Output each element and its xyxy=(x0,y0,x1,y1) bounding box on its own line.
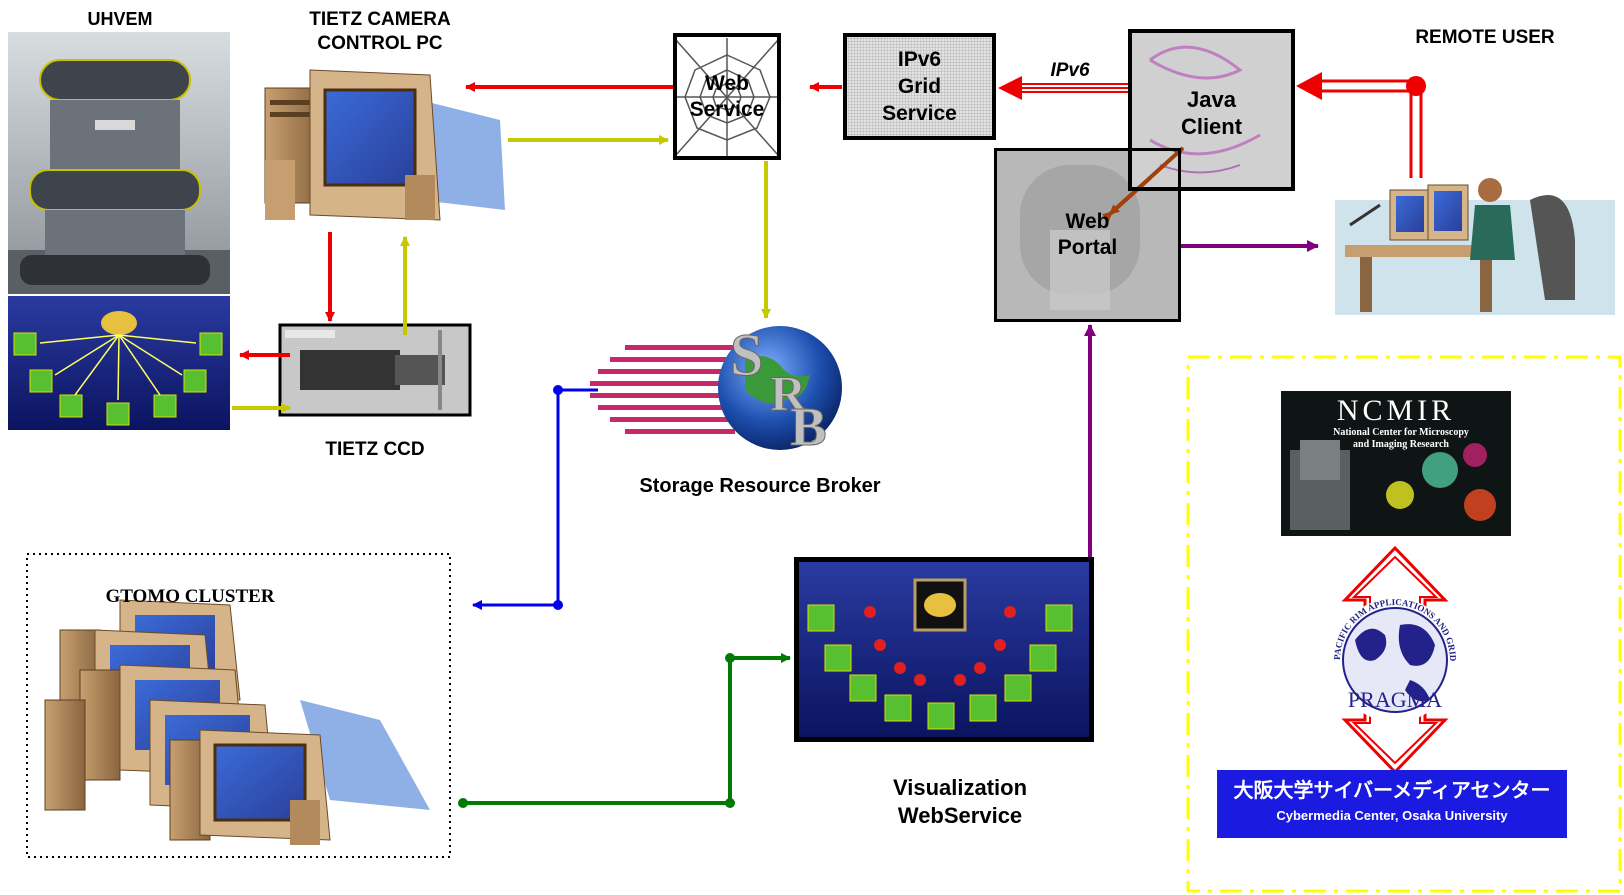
ipv6-grid-line2: Grid xyxy=(897,74,942,98)
ipv6-grid-line1: IPv6 xyxy=(897,47,942,71)
uhvem-projection-panel xyxy=(8,296,230,430)
arrow-gtomo-to-visualization xyxy=(458,653,791,808)
remote-user-label: REMOTE USER xyxy=(1415,27,1555,48)
svg-text:S: S xyxy=(730,322,763,388)
visualization-label-line1: Visualization xyxy=(892,775,1028,800)
tietz-pc-icon xyxy=(264,69,505,221)
spider-web-icon xyxy=(674,38,780,157)
arrow-srb-to-gtomo xyxy=(472,385,598,610)
osaka-en-label: Cybermedia Center, Osaka University xyxy=(1276,808,1508,823)
java-client-box: Java Client xyxy=(1128,29,1295,191)
svg-text:R: R xyxy=(770,365,807,421)
srb-label: Storage Resource Broker xyxy=(639,475,881,497)
gtomo-cluster-boundary xyxy=(26,553,451,858)
ipv6-link-label: IPv6 xyxy=(1050,60,1090,81)
partners-boundary xyxy=(1186,355,1622,893)
arrow-java-portal-reverse xyxy=(1108,176,1152,216)
tietz-ccd-label: TIETZ CCD xyxy=(325,439,425,460)
osaka-jp-label: 大阪大学サイバーメディアセンター xyxy=(1233,780,1551,802)
uhvem-photo xyxy=(8,32,230,294)
tietz-pc-label: TIETZ CAMERA CONTROL PC xyxy=(270,8,490,56)
visualization-panel xyxy=(794,557,1094,742)
uhvem-label: UHVEM xyxy=(87,9,153,29)
web-portal-line2: Portal xyxy=(1057,236,1118,259)
web-portal-line1: Web xyxy=(1065,209,1110,233)
ipv6-grid-line3: Service xyxy=(882,102,957,126)
java-client-line1: Java xyxy=(1187,86,1236,112)
web-service-line2: Service xyxy=(689,97,765,121)
web-service-box: Web Service xyxy=(673,33,781,160)
osaka-banner xyxy=(1217,770,1567,838)
arrow-java-to-grid-ipv6 xyxy=(998,76,1130,100)
web-service-line1: Web xyxy=(705,72,749,96)
tietz-pc-label-line2: CONTROL PC xyxy=(317,32,443,54)
visualization-label-line2: WebService xyxy=(897,802,1023,828)
svg-text:B: B xyxy=(790,396,827,457)
ncmir-subtitle-line2: and Imaging Research xyxy=(1353,439,1449,450)
ncmir-logo xyxy=(1281,391,1511,536)
ncmir-title: NCMIR xyxy=(1336,394,1456,427)
visualization-label: Visualization WebService xyxy=(860,774,1060,829)
arrow-user-to-java xyxy=(1296,72,1426,178)
tietz-ccd-photo xyxy=(278,323,472,417)
gtomo-cluster-label: GTOMO CLUSTER xyxy=(105,586,275,607)
web-portal-box: Web Portal xyxy=(994,148,1181,322)
java-client-line2: Client xyxy=(1180,114,1243,139)
pragma-double-arrow xyxy=(1333,545,1457,775)
srb-logo: S R B xyxy=(590,322,842,458)
gtomo-cluster-computers xyxy=(44,599,430,845)
tietz-pc-label-line1: TIETZ CAMERA xyxy=(309,9,451,30)
ncmir-subtitle-line1: National Center for Microscopy xyxy=(1333,427,1469,438)
ncmir-subtitle: National Center for Microscopy and Imagi… xyxy=(1281,427,1521,451)
ipv6-grid-service-box: IPv6 Grid Service xyxy=(843,33,996,140)
pragma-title: PRAGMA xyxy=(1347,687,1443,712)
remote-user-illustration xyxy=(1335,178,1615,315)
